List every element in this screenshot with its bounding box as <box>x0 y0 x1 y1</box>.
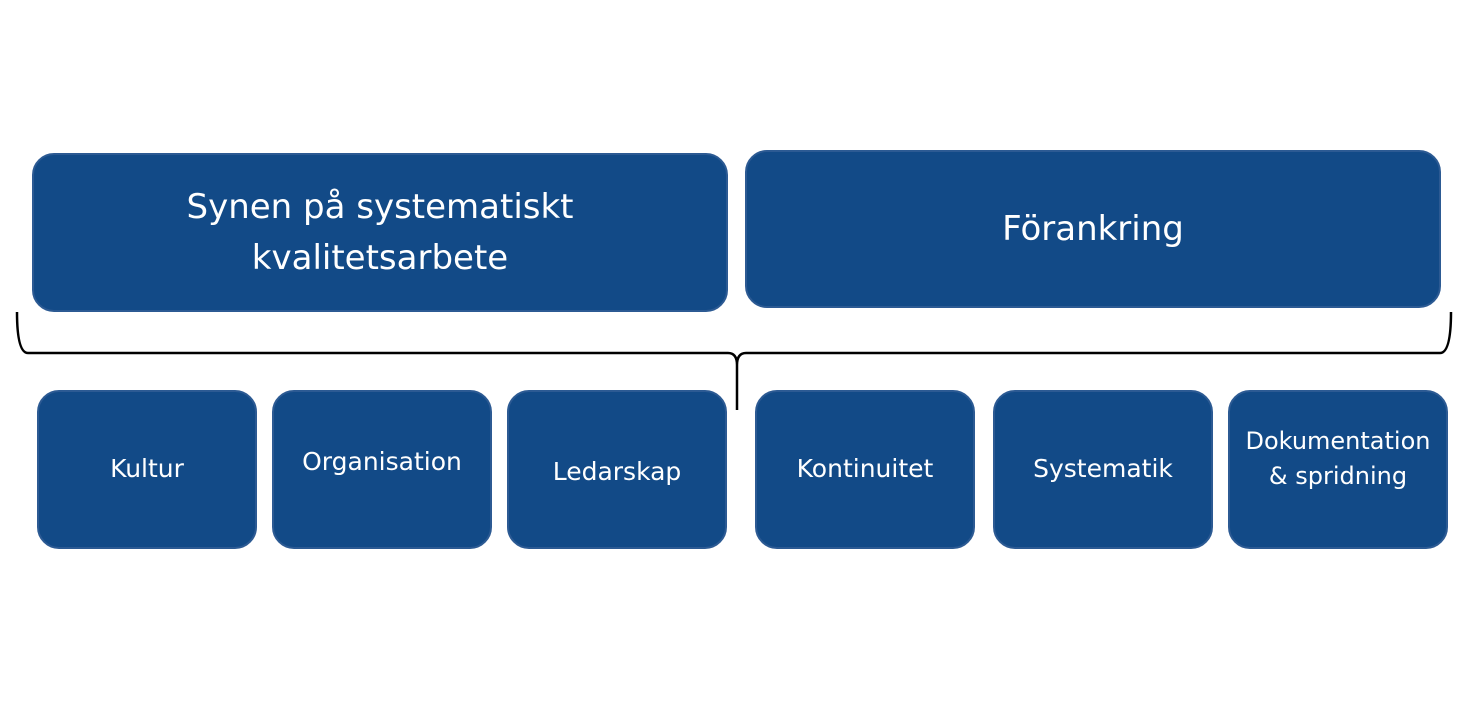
bottom-box-kontinuitet: Kontinuitet <box>755 390 975 549</box>
top-box-label: Synen på systematiskt kvalitetsarbete <box>186 186 574 278</box>
bottom-box-label: Kultur <box>110 454 184 484</box>
bottom-box-organisation: Organisation <box>272 390 492 549</box>
bottom-box-ledarskap: Ledarskap <box>507 390 727 549</box>
bottom-box-label: Organisation <box>302 447 462 477</box>
top-box-synen: Synen på systematiskt kvalitetsarbete <box>32 153 728 312</box>
bottom-box-label: Systematik <box>1033 454 1173 484</box>
bottom-box-label: Kontinuitet <box>796 454 934 484</box>
bottom-box-label: Ledarskap <box>552 457 682 487</box>
bottom-box-systematik: Systematik <box>993 390 1213 549</box>
top-box-forankring: Förankring <box>745 150 1441 308</box>
bottom-box-dokumentation: Dokumentation & spridning <box>1228 390 1448 549</box>
top-box-label: Förankring <box>1002 208 1184 249</box>
bottom-box-kultur: Kultur <box>37 390 257 549</box>
bottom-box-label: Dokumentation & spridning <box>1245 426 1431 490</box>
